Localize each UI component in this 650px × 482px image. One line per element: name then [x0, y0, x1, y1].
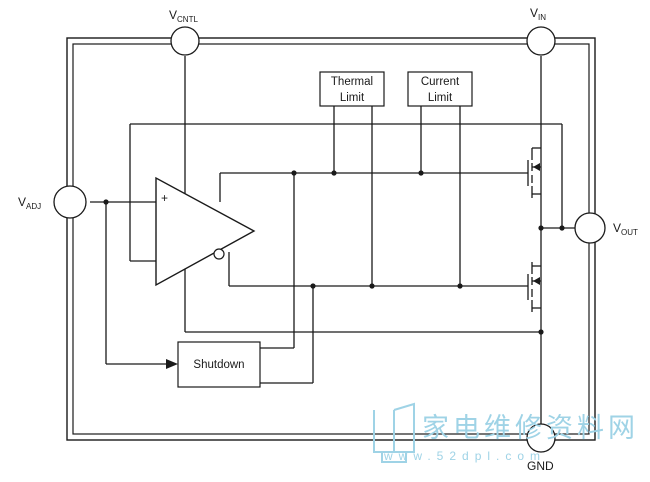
current-limit-block	[407, 71, 473, 107]
watermark-label: 家电维修资料网	[422, 413, 639, 444]
inverting-output-bubble	[213, 248, 225, 260]
gnd-pin-label: GND	[527, 459, 554, 473]
vcntl-pin-label: VCNTL	[169, 8, 198, 24]
shutdown-arrow	[166, 359, 178, 369]
junction-dots	[103, 170, 565, 335]
vcntl-pin	[170, 26, 200, 56]
current-limit-line2: Limit	[428, 92, 453, 104]
vadj-pin-label: VADJ	[18, 195, 41, 211]
upper-mosfet	[527, 147, 541, 198]
current-limit-line1: Current	[421, 76, 460, 88]
watermark-url: www.52dpl.com	[383, 449, 546, 463]
thermal-limit-line1: Thermal	[331, 76, 373, 88]
vin-pin	[526, 26, 556, 56]
watermark: 家电维修资料网 www.52dpl.com	[373, 402, 639, 463]
vin-pin-label: VIN	[530, 6, 546, 22]
thermal-limit-line2: Limit	[340, 92, 365, 104]
vout-pin-label: VOUT	[613, 221, 638, 237]
vadj-pin	[53, 185, 87, 219]
error-amplifier	[155, 176, 256, 287]
vout-pin	[574, 212, 606, 244]
shutdown-label: Shutdown	[193, 359, 244, 371]
thermal-limit-block	[319, 71, 385, 107]
watermark-book-icon	[373, 402, 415, 463]
gnd-pin	[526, 423, 556, 453]
lower-mosfet	[527, 262, 541, 312]
shutdown-block	[177, 341, 261, 388]
amp-plus-sign: +	[161, 191, 168, 205]
